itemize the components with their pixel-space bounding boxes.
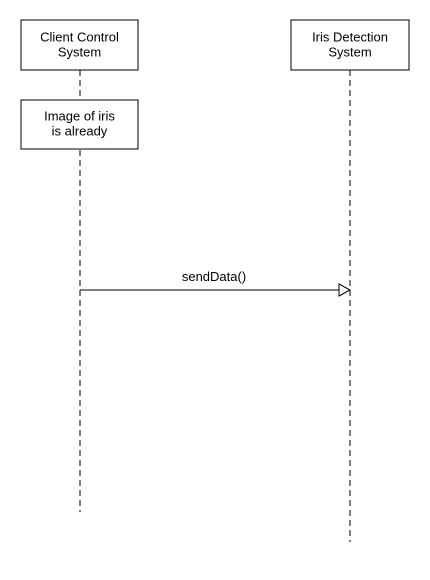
message-arrowhead-icon	[338, 283, 352, 297]
message-label: sendData()	[182, 269, 246, 284]
message-send-data: sendData()	[80, 269, 352, 297]
note-text-line-2: is already	[52, 123, 108, 138]
lifeline-client: Client Control System	[20, 19, 139, 512]
lifeline-client-title-line-2: System	[58, 44, 101, 59]
note-box-frame	[20, 99, 139, 150]
lifeline-client-head	[20, 19, 139, 71]
lifeline-iris-title-line-2: System	[328, 44, 371, 59]
lifeline-iris-title-line-1: Iris Detection	[312, 29, 388, 44]
lifeline-iris: Iris Detection System	[290, 19, 410, 542]
lifeline-client-title-line-1: Client Control	[40, 29, 119, 44]
note-text-line-1: Image of iris	[44, 108, 115, 123]
note-box: Image of iris is already	[20, 99, 139, 150]
lifeline-iris-head	[290, 19, 410, 71]
